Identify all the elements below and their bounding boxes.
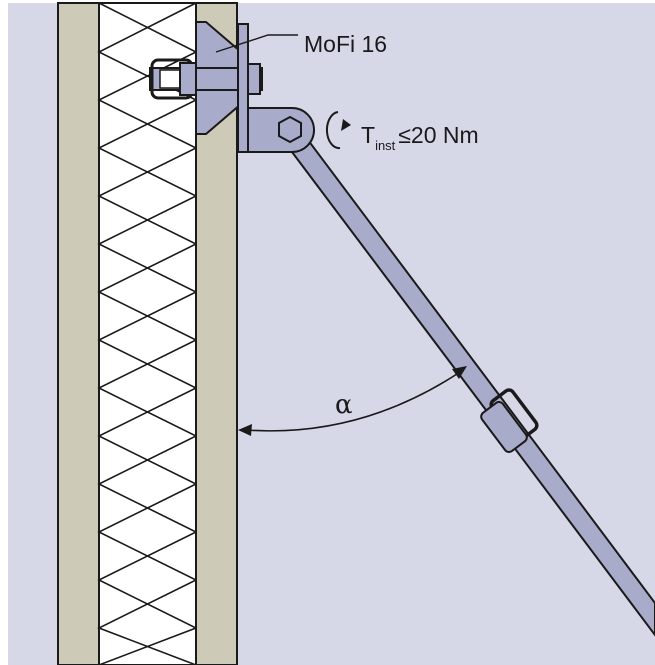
base-plate [237, 23, 249, 153]
angle-arrow-left [238, 424, 252, 436]
brace-adjuster [480, 388, 539, 453]
anchor-label: MoFi 16 [304, 31, 387, 57]
angle-arc [245, 371, 461, 432]
anchor-nut-left [179, 62, 197, 96]
insulation-zigzag [97, 2, 198, 665]
angle-arrow-right [452, 366, 467, 379]
torque-arrow-icon [325, 111, 351, 150]
angle-label: α [335, 390, 353, 420]
torque-label: Tinst≤20 Nm [361, 122, 479, 153]
hex-bolt [278, 115, 302, 144]
page-margin-left [0, 0, 8, 665]
outer-wall-panel [57, 2, 100, 665]
torque-relation: ≤20 Nm [398, 122, 478, 148]
torque-symbol: T [361, 122, 375, 148]
insulation-core [98, 2, 197, 665]
torque-subscript: inst [375, 138, 396, 153]
anchor-leader-line [215, 34, 298, 53]
